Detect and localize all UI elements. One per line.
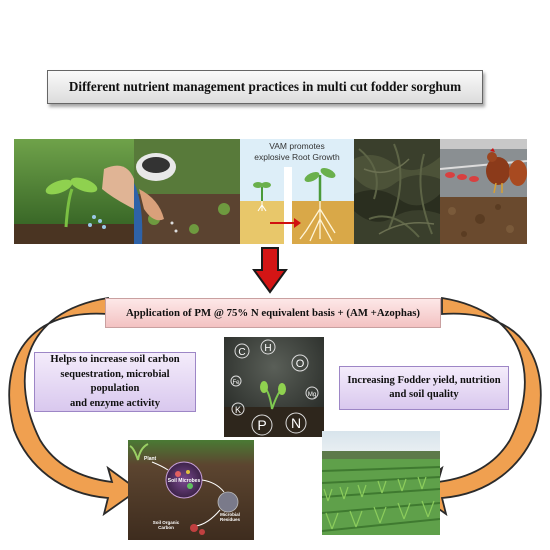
left-box-line-1: Helps to increase soil carbon [50,354,180,365]
soil-nutrients-image: C H O Fe Mg K P N [224,337,324,437]
microbial-residues-label-1: Microbial [220,512,240,517]
soil-carbon-benefit-box: Helps to increase soil carbon sequestrat… [34,352,196,412]
right-box-line-1: Increasing Fodder yield, nutrition [347,374,501,386]
soil-organic-carbon-image: Plant Soil Microbes Microbial Residues S… [128,440,254,540]
right-box-line-2: and soil quality [389,389,459,400]
diagram-title: Different nutrient management practices … [47,70,483,104]
nutrient-h: H [264,343,271,354]
nutrient-mg: Mg [308,392,316,398]
plant-label: Plant [144,456,157,462]
down-arrow-icon [252,247,288,294]
compost-manure-photo [354,139,440,244]
left-box-line-3: and enzyme activity [69,397,161,409]
application-box: Application of PM @ 75% N equivalent bas… [105,298,441,328]
left-curved-arrow-icon [8,296,140,517]
nutrient-o: O [296,358,305,370]
nutrient-n: N [291,415,301,431]
microbial-residues-label-2: Residues [220,517,241,522]
fodder-yield-benefit-box: Increasing Fodder yield, nutrition and s… [339,366,509,410]
nutrient-c: C [238,347,245,358]
left-box-line-2: sequestration, microbial population [60,368,170,395]
poultry-manure-photo [440,139,527,244]
nutrient-fe: Fe [232,380,240,386]
vam-caption-1: VAM promotes [269,141,325,151]
right-curved-arrow-icon [410,296,542,517]
photo-strip: VAM promotes explosive Root Growth [14,139,527,244]
nutrient-k: K [235,405,241,415]
nutrient-p: P [257,417,266,433]
vam-caption-2: explosive Root Growth [254,152,340,162]
soil-microbes-label: Soil Microbes [168,478,201,484]
fertilizer-application-photo [134,139,240,244]
seedling-fertilizer-photo [14,139,134,244]
curved-arrows [8,296,542,517]
soil-organic-carbon-label-2: Carbon [158,525,174,530]
sorghum-field-photo [322,431,440,535]
soil-organic-carbon-label-1: Soil Organic [153,520,180,525]
vam-root-growth-photo: VAM promotes explosive Root Growth [240,139,354,244]
